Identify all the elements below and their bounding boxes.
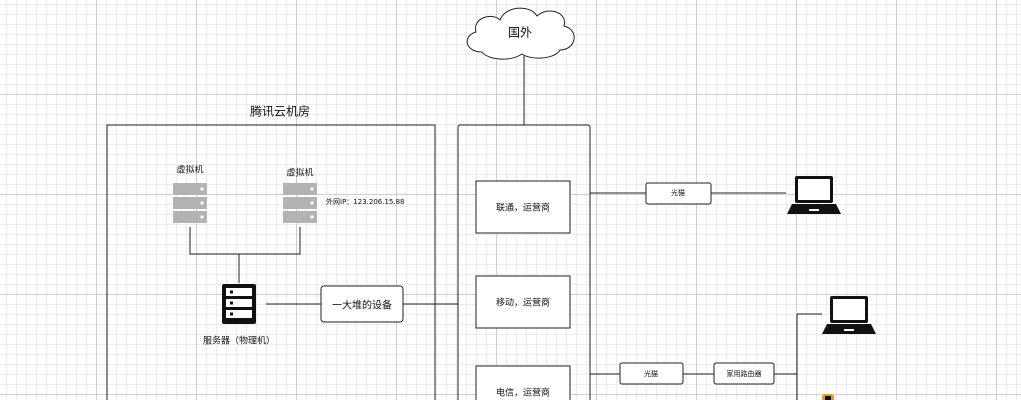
user-icon	[822, 394, 834, 400]
server-rack-icon	[283, 183, 317, 223]
server-room-box	[106, 124, 436, 400]
connectors	[189, 56, 822, 400]
physical-server-label: 服务器（物理机）	[202, 336, 276, 347]
carrier-hub-box	[457, 124, 591, 400]
modem-bottom-box	[619, 362, 684, 385]
unicom-box	[475, 180, 571, 234]
device-label: 一大堆的设备	[332, 300, 392, 312]
modem-label: 光猫	[671, 189, 685, 197]
mobile-box	[475, 275, 571, 329]
carrier-telecom-label: 电信，运营商	[495, 388, 551, 399]
carrier-mobile-label: 移动，运营商	[495, 298, 551, 309]
server-room-title: 腾讯云机房	[249, 104, 311, 119]
cloud-icon	[466, 7, 575, 60]
server-rack-icon	[173, 183, 207, 223]
telecom-box	[475, 365, 571, 400]
router-box	[713, 362, 775, 385]
router-label: 家用路由器	[726, 370, 762, 378]
vm-label: 虚拟机	[176, 165, 204, 176]
cloud-label: 国外	[507, 25, 533, 40]
vm-label: 虚拟机	[286, 168, 314, 179]
modem-label: 光猫	[644, 370, 658, 378]
laptop-icon	[787, 176, 841, 214]
device-box	[320, 285, 404, 323]
modem-top-box	[645, 182, 712, 205]
laptop-icon	[822, 296, 876, 334]
physical-server-icon	[222, 284, 256, 324]
boxes	[106, 124, 775, 400]
vm-to-server-line	[189, 227, 301, 255]
external-ip-label: 外网IP：123.206.15.88	[326, 198, 405, 206]
carrier-unicom-label: 联通，运营商	[495, 203, 551, 214]
